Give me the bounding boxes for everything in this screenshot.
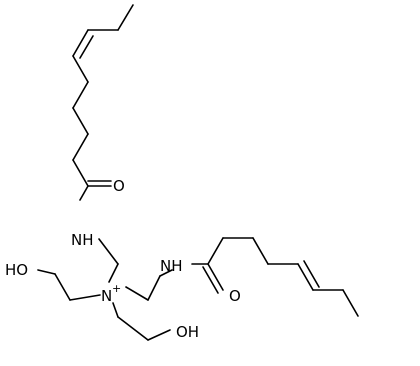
bond	[125, 286, 149, 301]
oxygen-upper-label: O	[113, 177, 125, 195]
bond	[147, 329, 171, 341]
n-charge-label: +	[112, 282, 121, 295]
bond	[108, 263, 119, 283]
nh-upper-label: NH	[71, 231, 94, 249]
bond	[207, 237, 224, 265]
bond	[98, 238, 119, 265]
double-bond-inner	[79, 35, 94, 59]
bond	[37, 269, 56, 275]
bond	[342, 289, 359, 317]
ho-left-label: HO	[5, 261, 28, 279]
bond	[72, 107, 89, 135]
bond	[79, 185, 89, 201]
double-bond	[297, 263, 314, 291]
bond	[159, 269, 173, 277]
bond	[72, 55, 89, 83]
bond	[252, 237, 269, 265]
bond	[117, 316, 149, 341]
bond	[72, 81, 89, 109]
double-bond-inner	[303, 260, 320, 288]
bond	[112, 302, 119, 318]
n-center-label: N	[101, 287, 112, 305]
carbonyl-bond-inner	[202, 266, 219, 294]
bond	[69, 294, 101, 301]
lower-octenoyl-chain	[191, 237, 359, 317]
carbonyl-bond	[207, 263, 224, 291]
bond	[147, 275, 161, 301]
double-bond	[72, 29, 89, 57]
oxygen-lower-label: O	[229, 287, 241, 305]
oh-bottom-label: OH	[176, 323, 199, 341]
bond	[54, 273, 71, 301]
ammonium-core	[37, 238, 173, 341]
upper-octenoyl-chain	[72, 4, 134, 201]
bond	[72, 159, 89, 187]
bond	[72, 133, 89, 161]
bond	[117, 4, 134, 31]
nh-lower-label: NH	[160, 257, 183, 275]
